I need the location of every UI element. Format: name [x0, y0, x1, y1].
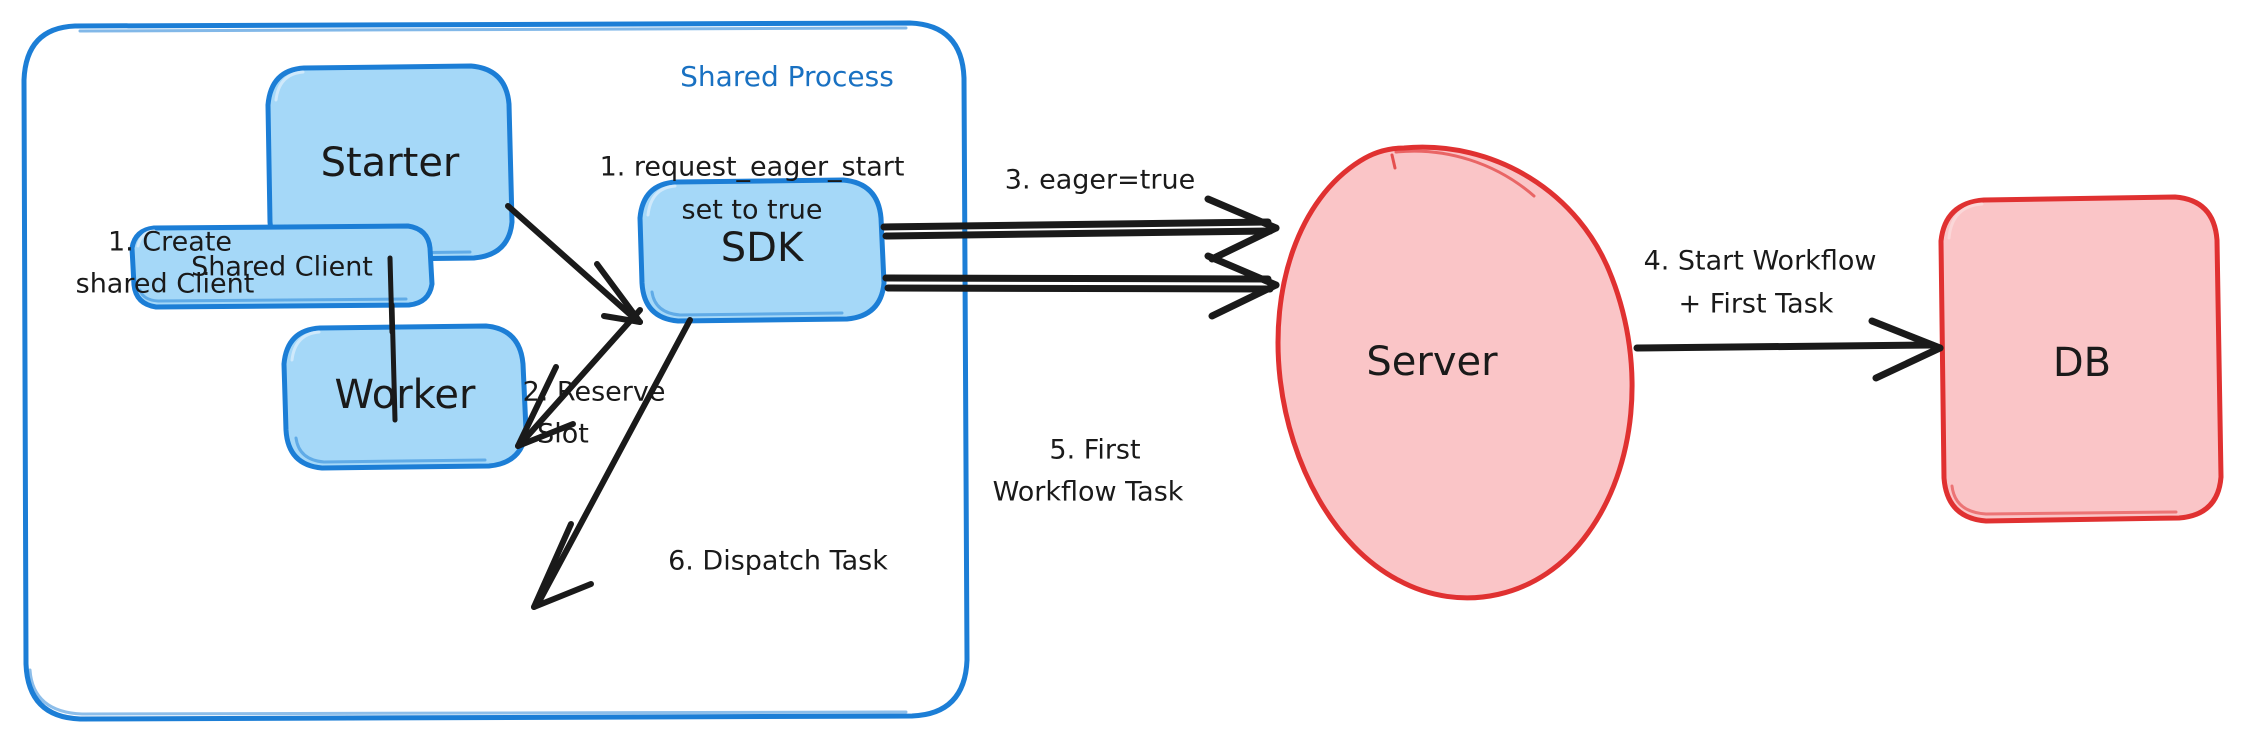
node-worker[interactable]: Worker — [281, 323, 529, 471]
edge-label-create-client-line2: shared Client — [76, 269, 255, 300]
edge-starter-shared-client: 1. Create shared Client — [76, 227, 398, 423]
edge-sdk-worker-dispatch: 6. Dispatch Task — [531, 317, 888, 610]
node-server[interactable]: Server — [1275, 144, 1635, 601]
node-sdk-label: SDK — [721, 225, 805, 271]
edge-sdk-server-eager: 3. eager=true — [880, 165, 1280, 263]
edge-label-request-eager-start-line1: 1. request_eager_start — [600, 152, 905, 183]
edge-label-request-eager-start-line2: set to true — [682, 195, 823, 226]
node-shared-client[interactable]: Shared Client — [129, 223, 435, 310]
node-starter[interactable]: Starter — [265, 63, 515, 263]
edge-label-reserve-slot-line1: 2. Reserve — [523, 377, 666, 408]
edge-label-start-workflow-line1: 4. Start Workflow — [1644, 246, 1877, 277]
edge-label-first-workflow-task-line1: 5. First — [1049, 435, 1140, 466]
edge-sdk-worker-reserve: 2. Reserve Slot — [515, 307, 666, 450]
node-db-label: DB — [2053, 340, 2111, 386]
node-starter-label: Starter — [321, 140, 460, 186]
edge-server-db-start-workflow: 4. Start Workflow + First Task — [1633, 246, 1944, 382]
edge-label-first-workflow-task-line2: Workflow Task — [993, 477, 1184, 508]
node-server-label: Server — [1366, 339, 1498, 385]
node-db[interactable]: DB — [1938, 194, 2224, 524]
node-shared-client-label: Shared Client — [191, 252, 373, 283]
node-sdk[interactable]: SDK — [637, 177, 887, 324]
shared-process-label: Shared Process — [680, 60, 894, 93]
node-worker-label: Worker — [335, 372, 476, 418]
edge-label-eager-true: 3. eager=true — [1005, 165, 1195, 196]
edge-label-start-workflow-line2: + First Task — [1679, 289, 1834, 320]
edge-label-dispatch-task: 6. Dispatch Task — [668, 546, 888, 577]
edge-server-sdk-first-task: 5. First Workflow Task — [882, 252, 1280, 508]
edge-label-reserve-slot-line2: Slot — [537, 419, 589, 450]
edge-label-create-client-line1: 1. Create — [108, 227, 232, 258]
edge-starter-sdk: 1. request_eager_start set to true — [505, 152, 905, 325]
